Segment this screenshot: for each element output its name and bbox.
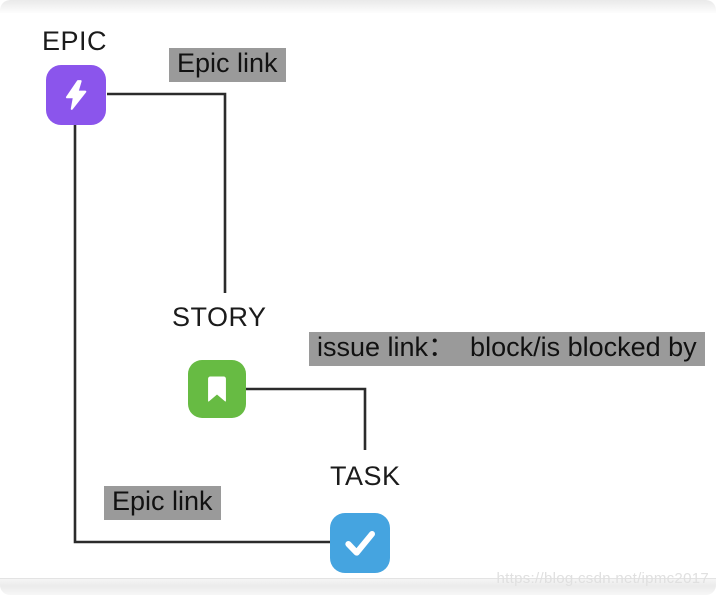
watermark-text: https://blog.csdn.net/ipmc2017 — [496, 570, 709, 587]
story-node-label: STORY — [172, 302, 267, 332]
checkmark-icon — [330, 513, 390, 573]
issue-link-label: issue link： block/is blocked by — [309, 332, 705, 366]
bookmark-icon — [188, 360, 246, 418]
epic-node-label: EPIC — [42, 26, 108, 56]
epic-link-label-top: Epic link — [169, 48, 286, 82]
epic-story-connector — [107, 92, 227, 293]
task-node-label: TASK — [330, 461, 401, 491]
epic-link-label-bottom: Epic link — [104, 486, 221, 520]
lightning-icon — [46, 65, 106, 125]
bottom-gradient-band — [0, 578, 716, 595]
epic-task-connector — [73, 125, 330, 544]
story-task-connector — [246, 387, 367, 450]
top-gradient-band — [0, 0, 716, 13]
